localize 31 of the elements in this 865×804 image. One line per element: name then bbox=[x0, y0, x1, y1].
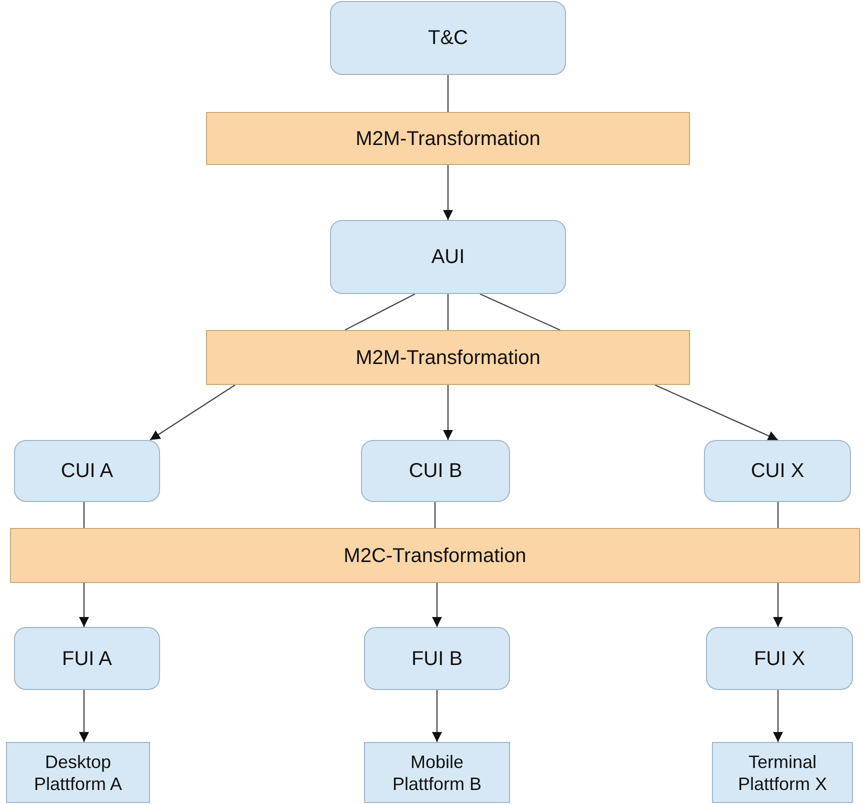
transformation-bar: M2M-Transformation bbox=[206, 112, 690, 165]
connector-line bbox=[777, 502, 779, 528]
arrow bbox=[443, 385, 453, 440]
arrow bbox=[773, 690, 783, 742]
arrow bbox=[79, 583, 89, 627]
arrow bbox=[773, 583, 783, 627]
arrow bbox=[654, 384, 778, 441]
connector-line bbox=[344, 293, 416, 331]
platform-box: Desktop Plattform A bbox=[6, 742, 150, 803]
arrow bbox=[79, 690, 89, 742]
connector-line bbox=[434, 502, 436, 528]
transformation-bar: M2C-Transformation bbox=[10, 528, 860, 583]
model-box: CUI X bbox=[704, 440, 851, 502]
arrow bbox=[150, 384, 236, 440]
model-box: CUI B bbox=[361, 440, 510, 502]
platform-box: Mobile Plattform B bbox=[364, 742, 510, 803]
model-box: CUI A bbox=[14, 440, 160, 502]
arrow bbox=[432, 690, 442, 742]
transformation-bar: M2M-Transformation bbox=[206, 330, 690, 385]
platform-box: Terminal Plattform X bbox=[712, 742, 853, 803]
connector-line bbox=[480, 293, 560, 331]
model-box: AUI bbox=[330, 220, 566, 294]
arrow bbox=[443, 165, 453, 220]
model-box: T&C bbox=[330, 1, 566, 75]
connector-line bbox=[447, 294, 449, 330]
arrow bbox=[432, 583, 442, 627]
model-box: FUI B bbox=[364, 627, 510, 690]
connector-line bbox=[83, 502, 85, 528]
model-box: FUI A bbox=[14, 627, 160, 690]
connector-line bbox=[447, 75, 449, 112]
model-box: FUI X bbox=[706, 627, 853, 690]
